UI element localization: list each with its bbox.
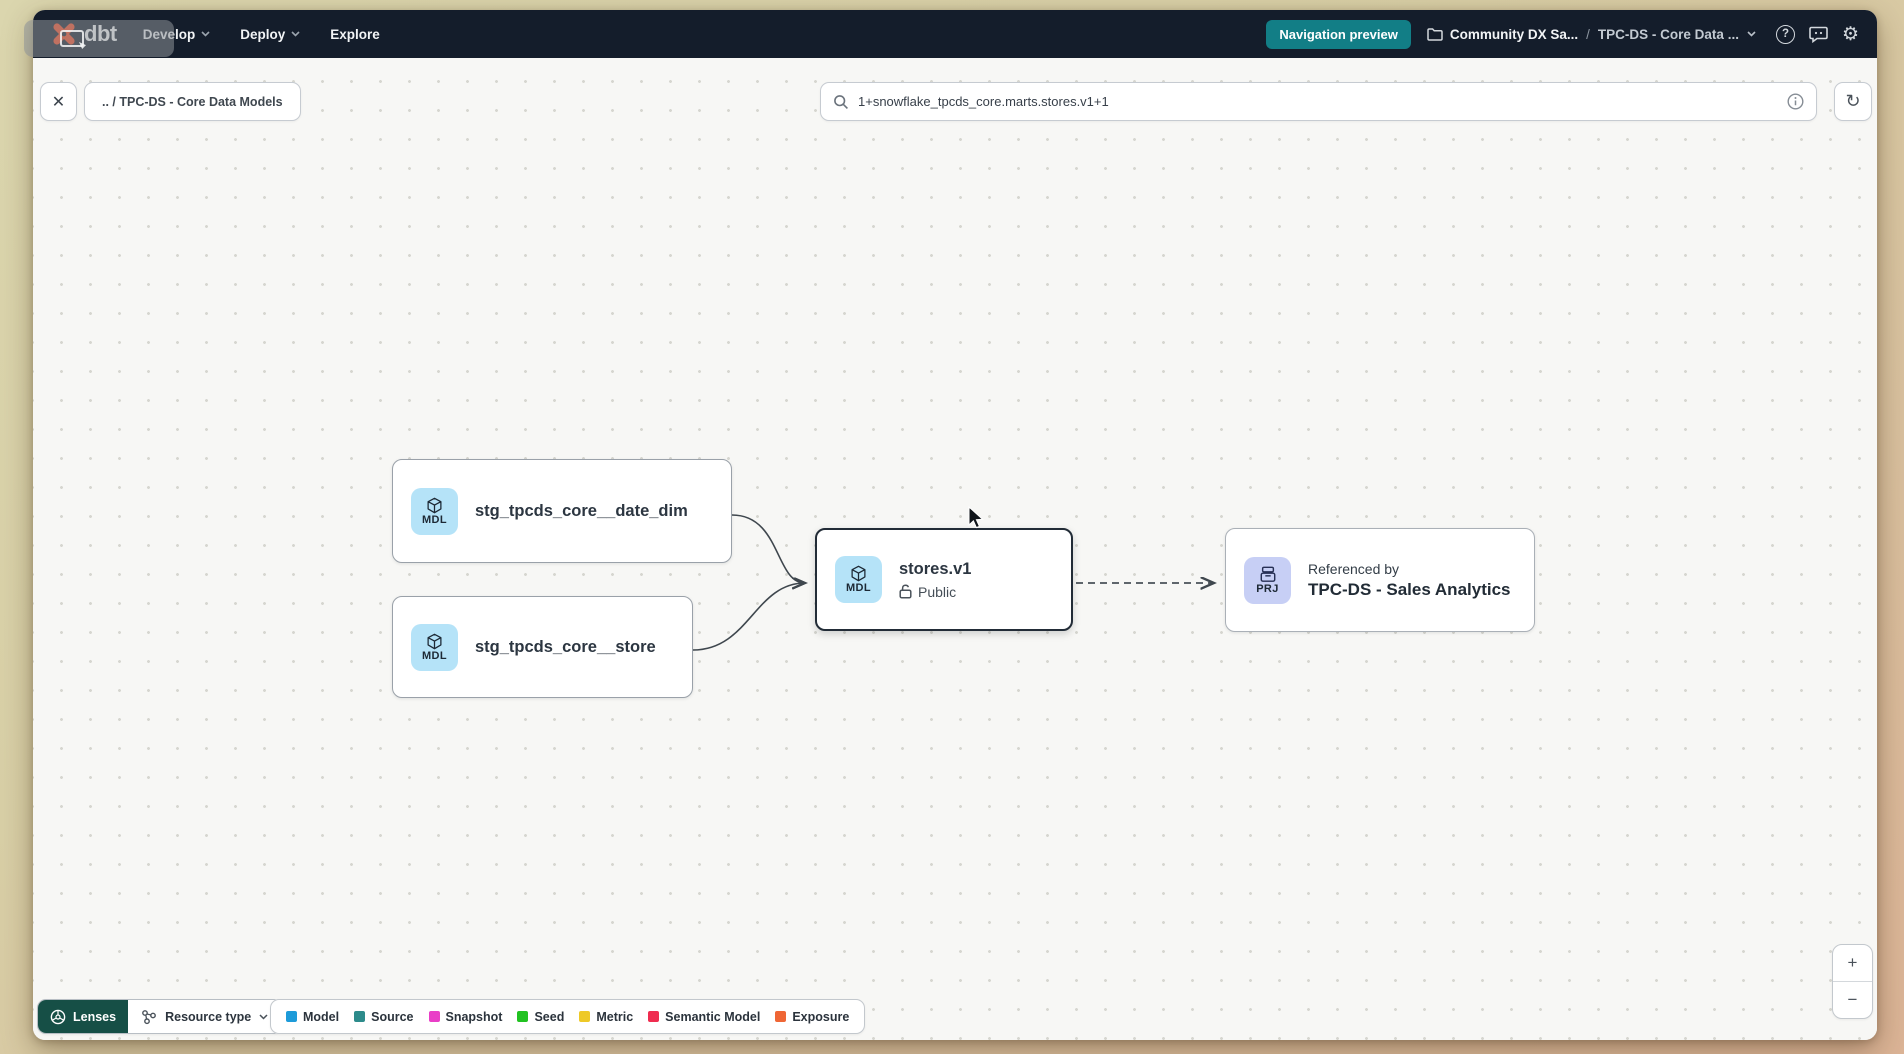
breadcrumb-page[interactable]: TPC-DS - Core Data ... — [1597, 26, 1739, 42]
node-title: stg_tpcds_core__store — [475, 637, 656, 656]
close-lineage-button[interactable]: ✕ — [40, 82, 77, 121]
search-icon — [834, 94, 848, 109]
lineage-canvas[interactable]: ✕ .. / TPC-DS - Core Data Models ↻ — [33, 58, 1877, 1040]
legend-swatch — [428, 1011, 440, 1022]
project-badge: PRJ — [1244, 556, 1291, 604]
node-text-column: stores.v1 Public — [899, 560, 971, 600]
legend-swatch — [517, 1011, 529, 1022]
mouse-cursor — [968, 506, 984, 529]
breadcrumb-project[interactable]: Community DX Sa... — [1427, 27, 1578, 42]
settings-button[interactable]: ⚙ — [1842, 25, 1859, 44]
node-title: stores.v1 — [899, 559, 972, 578]
node-referenced-by-sales-analytics[interactable]: PRJ Referenced by TPC-DS - Sales Analyti… — [1225, 528, 1535, 632]
lineage-breadcrumb-chip[interactable]: .. / TPC-DS - Core Data Models — [84, 82, 301, 121]
navbar-icon-group: ? ⚙ — [1775, 24, 1859, 44]
chevron-down-icon — [201, 31, 210, 37]
navbar-right: Navigation preview Community DX Sa... / … — [1266, 19, 1859, 49]
legend-swatch — [286, 1011, 297, 1022]
screenshot-thumbnail-artifact — [24, 20, 174, 57]
info-icon[interactable] — [1787, 93, 1804, 110]
node-text-column: Referenced by TPC-DS - Sales Analytics — [1308, 561, 1511, 600]
zoom-in-button[interactable]: + — [1833, 945, 1872, 982]
node-stores-v1-selected[interactable]: MDL stores.v1 Public — [815, 528, 1073, 631]
folder-icon — [1427, 27, 1443, 41]
model-cube-icon — [427, 497, 442, 513]
navigation-preview-badge[interactable]: Navigation preview — [1266, 19, 1411, 49]
help-icon: ? — [1775, 24, 1795, 44]
legend-item-exposure: Exposure — [775, 1010, 849, 1024]
breadcrumb-separator: / — [1586, 26, 1590, 42]
refresh-icon: ↻ — [1845, 91, 1861, 111]
legend-item-source: Source — [354, 1010, 414, 1024]
node-title: TPC-DS - Sales Analytics — [1308, 579, 1511, 599]
resource-type-legend: Model Source Snapshot Seed Metric Semant… — [270, 999, 866, 1034]
node-stg-tpcds-core-store[interactable]: MDL stg_tpcds_core__store — [392, 596, 693, 698]
chevron-down-icon — [291, 31, 300, 37]
edge-datedim-stores — [731, 514, 805, 583]
model-cube-icon — [427, 633, 442, 649]
lineage-search[interactable] — [820, 82, 1817, 121]
zoom-out-button[interactable]: − — [1847, 990, 1858, 1009]
unlock-icon — [899, 584, 912, 599]
legend-item-metric: Metric — [579, 1010, 633, 1024]
resource-type-dropdown[interactable]: Resource type — [128, 1000, 282, 1033]
legend-item-seed: Seed — [517, 1010, 564, 1024]
resource-type-icon — [142, 1009, 156, 1024]
chevron-down-icon — [259, 1013, 268, 1020]
model-badge: MDL — [835, 556, 882, 603]
menu-deploy[interactable]: Deploy — [240, 27, 300, 42]
legend-swatch — [775, 1011, 787, 1022]
breadcrumb: Community DX Sa... / TPC-DS - Core Data … — [1427, 27, 1756, 42]
gear-icon: ⚙ — [1841, 23, 1859, 45]
node-stg-tpcds-core-date-dim[interactable]: MDL stg_tpcds_core__date_dim — [392, 459, 732, 563]
legend-swatch — [579, 1011, 591, 1022]
legend-swatch — [354, 1011, 366, 1022]
chat-bubble-icon — [1809, 26, 1828, 43]
app-window: dbt Develop Deploy Explore Navigation pr… — [33, 10, 1877, 1040]
model-badge: MDL — [411, 487, 458, 535]
menu-explore[interactable]: Explore — [330, 26, 380, 42]
help-button[interactable]: ? — [1775, 24, 1795, 44]
node-title: stg_tpcds_core__date_dim — [475, 501, 688, 520]
lenses-button[interactable]: Lenses — [38, 1000, 129, 1033]
legend-swatch — [648, 1011, 660, 1022]
top-navbar: dbt Develop Deploy Explore Navigation pr… — [33, 10, 1877, 58]
lenses-control-group: Lenses Resource type — [37, 999, 283, 1034]
model-cube-icon — [851, 565, 866, 582]
access-row: Public — [899, 584, 971, 600]
access-label: Public — [918, 583, 957, 600]
zoom-controls: + − — [1832, 944, 1873, 1019]
model-badge: MDL — [411, 623, 458, 671]
project-drawer-icon — [1260, 566, 1275, 582]
edge-store-stores — [692, 583, 805, 651]
feedback-button[interactable] — [1809, 26, 1828, 43]
search-input[interactable] — [858, 94, 1778, 109]
legend-item-semantic-model: Semantic Model — [648, 1010, 760, 1024]
main-menu: Develop Deploy Explore — [143, 27, 380, 42]
legend-item-snapshot: Snapshot — [428, 1010, 502, 1024]
close-icon: ✕ — [51, 93, 66, 111]
screenshot-window-icon — [60, 30, 84, 47]
chevron-down-icon[interactable] — [1747, 31, 1756, 37]
lenses-aperture-icon — [50, 1009, 66, 1024]
refresh-lineage-button[interactable]: ↻ — [1834, 82, 1872, 121]
referenced-by-label: Referenced by — [1308, 560, 1400, 577]
legend-item-model: Model — [286, 1010, 339, 1024]
